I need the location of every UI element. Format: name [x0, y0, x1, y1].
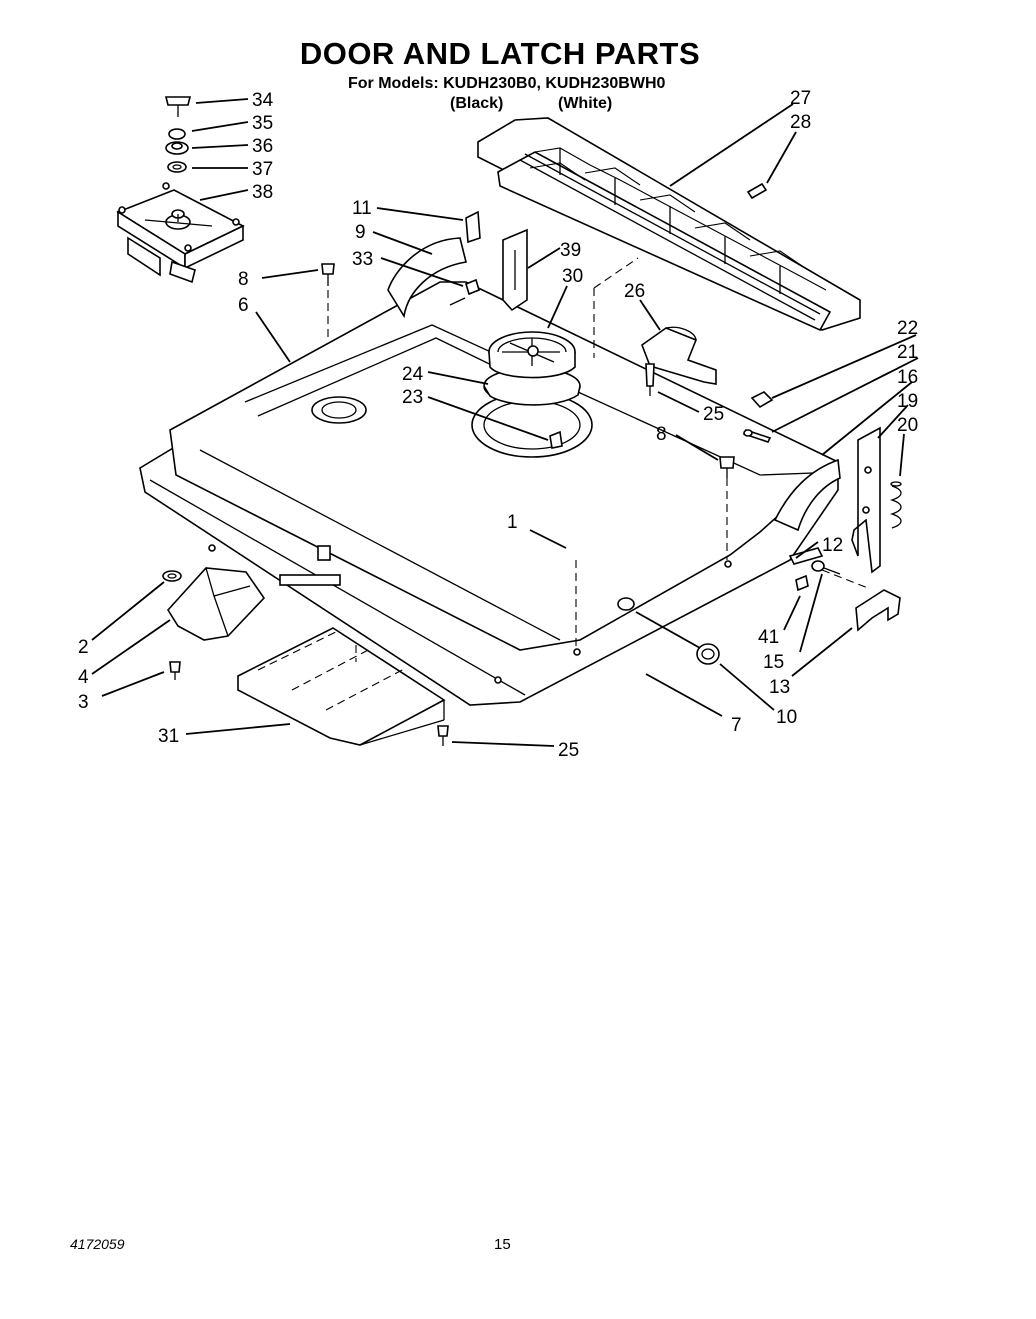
variant-black: (Black)	[450, 95, 504, 112]
parts-artwork	[116, 96, 902, 746]
callout-25-upper: 25	[703, 404, 724, 425]
callout-8-right: 8	[656, 424, 667, 445]
callout-labels: 34 35 36 37 38 27 28 11 9 39 33 30 8 6 2…	[78, 88, 918, 761]
callout-7: 7	[731, 715, 742, 736]
callout-39: 39	[560, 240, 581, 261]
callout-23: 23	[402, 387, 423, 408]
callout-30: 30	[562, 266, 583, 287]
callout-25-lower: 25	[558, 740, 579, 761]
callout-13: 13	[769, 677, 790, 698]
callout-6: 6	[238, 295, 249, 316]
vent-assembly	[471, 331, 593, 458]
callout-12: 12	[822, 535, 843, 556]
callout-20: 20	[897, 415, 918, 436]
callout-4: 4	[78, 667, 89, 688]
door-panel	[139, 237, 841, 706]
hinge-bracket-26	[641, 326, 717, 396]
bottom-panel-31	[237, 627, 449, 746]
callout-31: 31	[158, 726, 179, 747]
callout-36: 36	[252, 136, 273, 157]
callout-37: 37	[252, 159, 273, 180]
callout-8-left: 8	[238, 269, 249, 290]
models-subtitle: For Models: KUDH230B0, KUDH230BWH0	[348, 75, 666, 92]
callout-21: 21	[897, 342, 918, 363]
callout-9: 9	[355, 222, 366, 243]
variant-white: (White)	[558, 95, 613, 112]
right-lower-parts	[696, 547, 901, 665]
callout-24: 24	[402, 364, 424, 385]
callout-35: 35	[252, 113, 273, 134]
callout-2: 2	[78, 637, 89, 658]
callout-26: 26	[624, 281, 645, 302]
callout-34: 34	[252, 90, 274, 111]
callout-3: 3	[78, 692, 89, 713]
bracket-39	[502, 228, 528, 312]
document-number: 4172059	[70, 1236, 125, 1252]
alignment-lines	[327, 257, 869, 662]
latch-knob-stack	[164, 96, 192, 173]
callout-33: 33	[352, 249, 373, 270]
clip-11	[465, 210, 481, 244]
right-side-parts	[742, 391, 902, 574]
callout-28: 28	[790, 112, 811, 133]
callout-22: 22	[897, 318, 918, 339]
callout-41: 41	[758, 627, 779, 648]
callout-1: 1	[507, 512, 518, 533]
leader-lines	[91, 98, 919, 747]
callout-16: 16	[897, 367, 918, 388]
nut-33	[465, 278, 480, 296]
latch-plate-38	[116, 182, 245, 284]
callout-19: 19	[897, 391, 918, 412]
screw-28	[746, 182, 768, 200]
callout-15: 15	[763, 652, 784, 673]
callout-10: 10	[776, 707, 797, 728]
screws-8	[321, 263, 735, 478]
top-trim-rail-27	[477, 117, 861, 332]
callout-38: 38	[252, 182, 273, 203]
callout-11: 11	[352, 198, 372, 219]
left-hinge-parts	[162, 567, 266, 680]
callout-27: 27	[790, 88, 811, 109]
page-title: DOOR AND LATCH PARTS	[299, 36, 701, 71]
page-number: 15	[494, 1236, 511, 1253]
